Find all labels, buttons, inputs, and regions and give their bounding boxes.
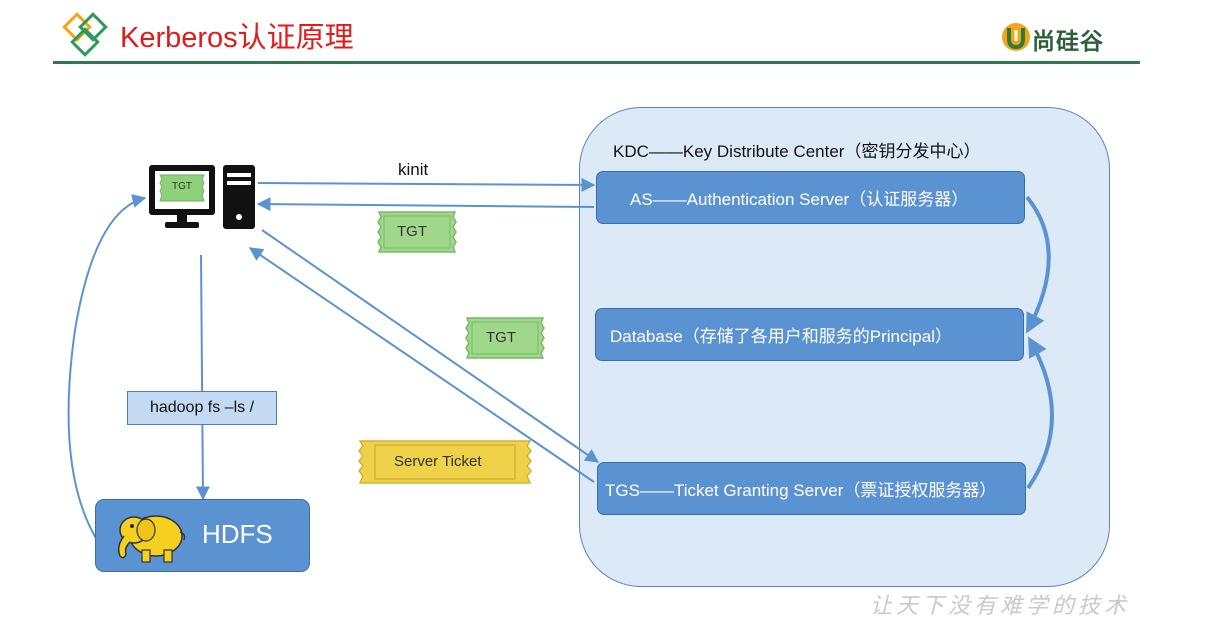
watermark: 让天下没有难学的技术 xyxy=(870,594,1131,619)
hdfs-to-client-arrow xyxy=(67,194,147,541)
hadoop-command-label: hadoop fs –ls / xyxy=(149,399,255,416)
tgs-server-label: TGS——Ticket Granting Server（票证授权服务器） xyxy=(605,481,997,500)
tgt-ticket-mid xyxy=(465,317,545,359)
tgs-to-db-arrow xyxy=(1026,336,1054,490)
kinit-arrow xyxy=(257,177,596,192)
tgt-return-arrow xyxy=(256,197,595,212)
tgt-ticket-top-label: TGT xyxy=(397,223,427,240)
server-ticket-label: Server Ticket xyxy=(394,453,482,470)
server-ticket-arrow xyxy=(248,247,595,483)
screen-tgt-ticket xyxy=(159,174,205,202)
hdfs-label: HDFS xyxy=(202,519,273,549)
kdc-title: KDC——Key Distribute Center（密钥分发中心） xyxy=(613,142,981,161)
database-label: Database（存储了各用户和服务的Principal） xyxy=(610,327,952,346)
database-box: Database（存储了各用户和服务的Principal） xyxy=(595,308,1024,361)
diamond-logo-icon xyxy=(62,12,108,57)
screen-ticket-label: TGT xyxy=(172,181,192,192)
header-divider xyxy=(53,61,1140,64)
kinit-label: kinit xyxy=(398,160,429,179)
tgs-server-box: TGS——Ticket Granting Server（票证授权服务器） xyxy=(597,462,1026,515)
page-title: Kerberos认证原理 xyxy=(120,22,354,54)
hadoop-elephant-icon xyxy=(117,515,186,563)
tgt-ticket-mid-label: TGT xyxy=(486,329,516,346)
as-server-box: AS——Authentication Server（认证服务器） xyxy=(596,171,1025,224)
client-to-hdfs-arrow xyxy=(195,254,210,501)
tgt-to-tgs-arrow xyxy=(261,229,600,463)
tgt-ticket-top xyxy=(377,211,457,253)
brand-u-logo-icon xyxy=(1002,23,1030,51)
brand-name: 尚硅谷 xyxy=(1032,28,1104,54)
hadoop-command-box: hadoop fs –ls / xyxy=(127,391,277,425)
as-server-label: AS——Authentication Server（认证服务器） xyxy=(630,190,969,209)
as-to-db-arrow xyxy=(1025,195,1051,334)
server-ticket xyxy=(358,440,532,484)
